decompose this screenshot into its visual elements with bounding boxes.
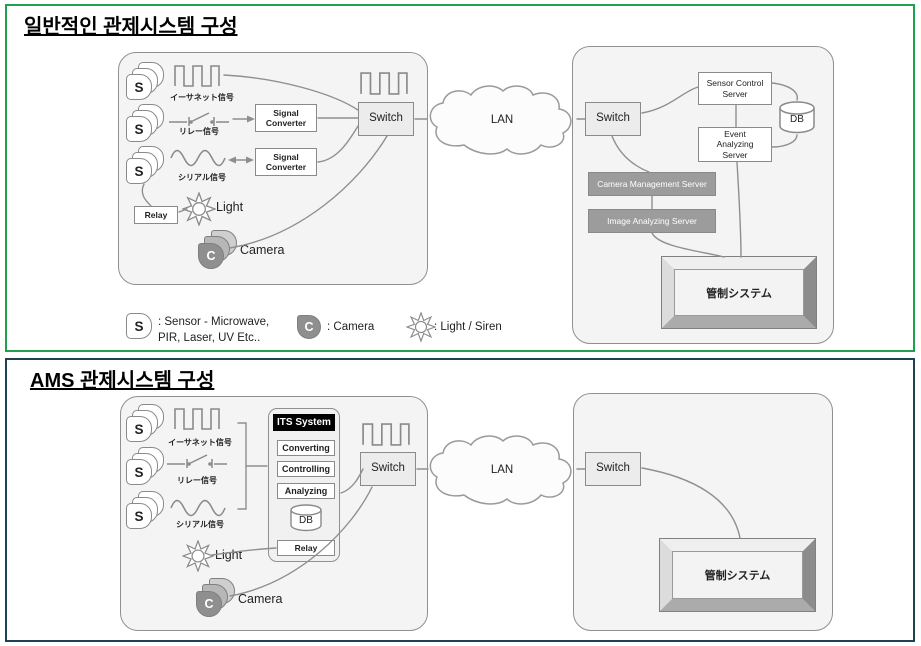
db-cylinder-icon: DB xyxy=(777,100,817,134)
signal-label-relay: リレー信号 xyxy=(177,476,217,485)
control-system-label: 管制システム xyxy=(704,570,771,582)
lan-cloud: LAN xyxy=(424,432,580,508)
sensor-control-server-box: Sensor Control Server xyxy=(698,72,772,105)
switch-box: Switch xyxy=(585,452,641,486)
light-label: Light xyxy=(216,200,244,214)
relay-box: Relay xyxy=(134,206,178,224)
relay-signal-icon xyxy=(168,110,230,128)
sensor-stack-icon: S xyxy=(126,104,165,143)
signal-label-serial: シリアル信号 xyxy=(176,520,224,529)
legend-sensor-icon: S xyxy=(126,313,152,339)
image-analyzing-server-box: Image Analyzing Server xyxy=(588,209,716,233)
signal-converter-box: Signal Converter xyxy=(255,148,317,176)
legend-camera-text: : Camera xyxy=(327,321,375,333)
camera-symbol: C xyxy=(196,591,222,617)
sensor-stack-icon: S xyxy=(126,447,165,486)
sensor-stack-icon: S xyxy=(126,146,165,185)
square-wave-icon xyxy=(360,71,408,96)
lan-cloud: LAN xyxy=(424,82,580,158)
control-system-monitor: 管制システム xyxy=(659,538,816,612)
switch-box: Switch xyxy=(360,452,416,486)
db-cylinder-icon: DB xyxy=(288,503,324,533)
panel-ams-title: AMS 관제시스템 구성 xyxy=(30,370,215,392)
legend-sensor-symbol: S xyxy=(126,313,152,339)
control-system-monitor: 管制システム xyxy=(661,256,817,329)
light-sun-icon xyxy=(182,192,216,226)
light-sun-icon xyxy=(182,540,214,572)
control-system-label: 管制システム xyxy=(706,287,772,300)
signal-label-ethernet: イーサネット信号 xyxy=(170,93,234,102)
camera-symbol: C xyxy=(198,243,224,269)
event-analyzing-server-box: Event Analyzing Server xyxy=(698,127,772,162)
its-module-controlling: Controlling xyxy=(277,461,335,477)
signal-converter-box: Signal Converter xyxy=(255,104,317,132)
its-module-analyzing: Analyzing xyxy=(277,483,335,499)
sensor-symbol: S xyxy=(126,416,152,442)
signal-label-serial: シリアル信号 xyxy=(178,173,226,182)
camera-label: Camera xyxy=(240,243,285,257)
its-system-header: ITS System xyxy=(273,414,335,431)
sensor-symbol: S xyxy=(126,503,152,529)
camera-management-server-box: Camera Management Server xyxy=(588,172,716,196)
camera-label: Camera xyxy=(238,592,283,606)
its-relay-box: Relay xyxy=(277,540,335,556)
legend-camera-symbol: C xyxy=(297,315,321,339)
square-wave-icon xyxy=(174,407,220,431)
sensor-symbol: S xyxy=(126,74,152,100)
camera-icon: C xyxy=(196,578,236,618)
signal-label-relay: リレー信号 xyxy=(179,127,219,136)
sine-wave-icon xyxy=(170,496,226,520)
light-label: Light xyxy=(215,548,243,562)
relay-signal-icon xyxy=(166,452,228,470)
camera-icon: C xyxy=(198,230,238,270)
switch-box: Switch xyxy=(358,102,414,136)
lan-label: LAN xyxy=(490,114,514,126)
sine-wave-icon xyxy=(170,146,226,170)
legend-light-text: : Light / Siren xyxy=(434,321,502,333)
lan-label: LAN xyxy=(490,464,514,476)
square-wave-icon xyxy=(362,422,410,447)
sensor-stack-icon: S xyxy=(126,491,165,530)
switch-box: Switch xyxy=(585,102,641,136)
sensor-symbol: S xyxy=(126,116,152,142)
legend-sensor-text: : Sensor - Microwave, PIR, Laser, UV Etc… xyxy=(158,316,270,344)
db-label: DB xyxy=(790,114,804,125)
sensor-symbol: S xyxy=(126,158,152,184)
db-label: DB xyxy=(299,515,313,526)
legend-camera-icon: C xyxy=(297,315,321,339)
its-module-converting: Converting xyxy=(277,440,335,456)
signal-label-ethernet: イーサネット信号 xyxy=(168,438,232,447)
panel-general-title: 일반적인 관제시스템 구성 xyxy=(24,16,238,38)
sensor-stack-icon: S xyxy=(126,404,165,443)
legend-light-icon xyxy=(406,312,436,342)
square-wave-icon xyxy=(174,64,220,88)
sensor-symbol: S xyxy=(126,459,152,485)
sensor-stack-icon: S xyxy=(126,62,165,101)
